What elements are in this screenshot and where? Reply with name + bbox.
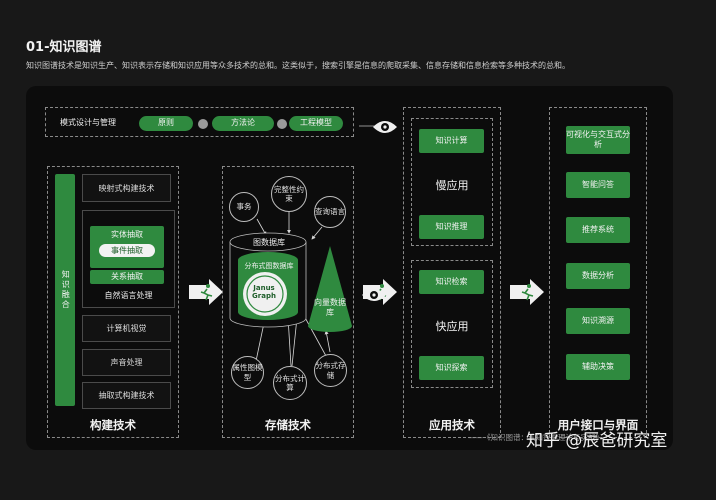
entity-extraction-label: 实体抽取: [111, 230, 143, 239]
mapping-build-box: 映射式构建技术: [82, 174, 171, 202]
knowledge-reasoning-box: 知识推理: [419, 215, 484, 239]
interface-section-title: 用户接口与界面: [557, 418, 639, 432]
interface-frame: [549, 107, 647, 438]
graph-db-label: 图数据库: [253, 238, 285, 247]
knowledge-fusion-bar: 知识融合: [55, 174, 75, 406]
knowledge-retrieval-box: 知识检索: [419, 270, 484, 294]
diagram-board: 模式设计与管理 原则 方法论 工程模型 知识融合 映射式构建技术 实体抽取 事件…: [26, 86, 673, 450]
build-section-title: 构建技术: [90, 418, 136, 432]
slow-app-frame: [411, 118, 493, 246]
janus-graph-logo: Janus Graph: [252, 284, 276, 301]
knowledge-explore-box: 知识探索: [419, 356, 484, 380]
computer-vision-box: 计算机视觉: [82, 315, 171, 342]
application-section-title: 应用技术: [429, 418, 475, 432]
decision-support-box: 辅助决策: [566, 354, 630, 380]
audio-processing-box: 声音处理: [82, 349, 171, 376]
nlp-label: 自然语言处理: [104, 291, 153, 300]
runner-arrow-icon: [510, 279, 544, 305]
knowledge-trace-box: 知识溯源: [566, 308, 630, 334]
query-language-node: 查询语言: [314, 196, 346, 228]
dist-compute-node: 分布式计算: [273, 366, 307, 400]
data-analysis-box: 数据分析: [566, 263, 630, 289]
step-principle: 原则: [139, 116, 193, 131]
runner-arrow-icon: [189, 279, 223, 305]
storage-section-title: 存储技术: [265, 418, 311, 432]
top-bar-frame: [45, 107, 354, 137]
extraction-build-box: 抽取式构建技术: [82, 382, 171, 409]
step-dot: [198, 119, 208, 129]
relation-extraction-box: 关系抽取: [90, 270, 164, 284]
page-description: 知识图谱技术是知识生产、知识表示存储和知识应用等众多技术的总和。这类似于，搜索引…: [26, 61, 570, 70]
eye-icon: [362, 289, 386, 301]
slow-app-label: 慢应用: [435, 179, 469, 192]
footer-caption: ——《知识图谱：认知智能理论与实战》: [468, 433, 603, 442]
smart-qa-box: 智能问答: [566, 172, 630, 198]
step-dot: [277, 119, 287, 129]
storage-frame: [222, 166, 354, 438]
dist-storage-node: 分布式存储: [314, 354, 347, 387]
dist-graph-db-label: 分布式图数据库: [244, 262, 294, 270]
integrity-node: 完整性约束: [271, 176, 307, 212]
graph-db-cylinder: [229, 232, 307, 328]
vector-db-label: 向量数据库: [314, 298, 346, 318]
knowledge-fusion-label: 知识融合: [61, 270, 71, 310]
page-title: 01-知识图谱: [26, 40, 102, 55]
schema-design-label: 模式设计与管理: [60, 118, 116, 127]
step-engineering-model: 工程模型: [289, 116, 343, 131]
visual-analysis-box: 可视化与交互式分析: [566, 126, 630, 154]
fast-app-frame: [411, 260, 493, 388]
watermark: 知乎 @辰爸研究室: [526, 431, 668, 451]
eye-icon: [373, 121, 397, 133]
vector-db-triangle: [308, 246, 352, 332]
transaction-node: 事务: [229, 192, 259, 222]
build-frame: [47, 166, 179, 438]
knowledge-compute-box: 知识计算: [419, 129, 484, 153]
fast-app-label: 快应用: [435, 320, 469, 333]
step-methodology: 方法论: [212, 116, 274, 131]
event-extraction-pill: 事件抽取: [99, 244, 155, 257]
application-frame: [403, 107, 501, 438]
recommendation-box: 推荐系统: [566, 217, 630, 243]
extraction-group: [82, 210, 175, 308]
property-graph-node: 属性图模型: [231, 356, 264, 389]
